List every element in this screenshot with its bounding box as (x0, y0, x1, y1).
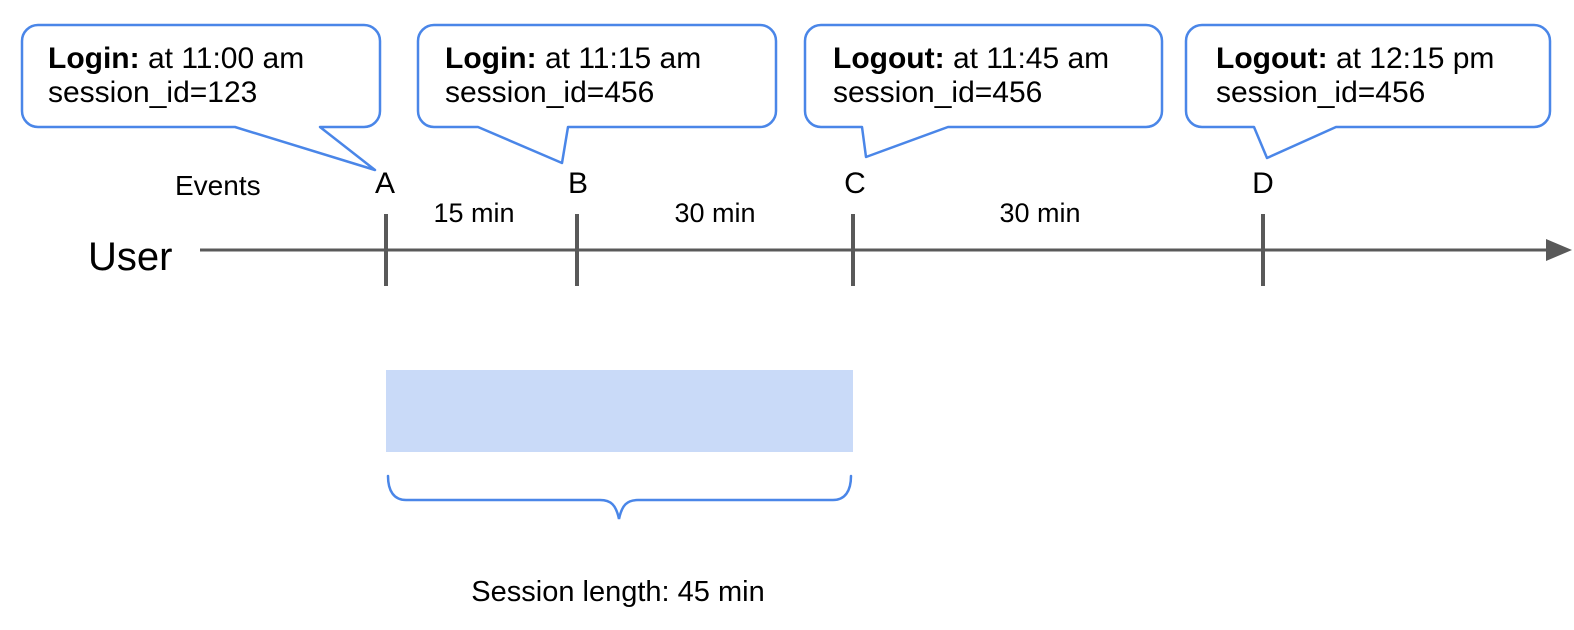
user-label: User (88, 235, 173, 279)
session-brace (386, 474, 853, 520)
callout-d-session-id: session_id=456 (1216, 76, 1426, 109)
event-letter-a: A (374, 167, 396, 200)
callout-c-event-time: at 11:45 am (944, 42, 1110, 75)
timeline-arrowhead-icon (1546, 239, 1572, 261)
session-length-label: Session length: 45 min (471, 576, 765, 608)
callout-a-event-line: Login: at 11:00 am (48, 42, 304, 76)
callout-a-session-id: session_id=123 (48, 76, 258, 109)
callout-b-event-time: at 11:15 am (536, 42, 702, 75)
interval-label-bc: 30 min (674, 198, 756, 228)
callout-b-event-type: Login: (445, 42, 537, 75)
event-letter-c: C (844, 167, 866, 200)
callout-bubble-c (803, 23, 1164, 159)
callout-bubble-b (416, 23, 778, 165)
callout-a-event-time: at 11:00 am (139, 42, 305, 75)
callout-c-event-line: Logout: at 11:45 am (833, 42, 1109, 76)
interval-label-cd: 30 min (999, 198, 1081, 228)
callout-a-event-type: Login: (48, 42, 140, 75)
session-box (386, 370, 853, 452)
interval-label-ab: 15 min (433, 198, 515, 228)
callout-b-session-id: session_id=456 (445, 76, 655, 109)
callout-text-a: Login: at 11:00 am session_id=123 (48, 42, 304, 110)
callout-d-event-line: Logout: at 12:15 pm (1216, 42, 1494, 76)
callout-d-event-time: at 12:15 pm (1327, 42, 1495, 75)
callout-c-event-type: Logout: (833, 42, 945, 75)
callout-text-d: Logout: at 12:15 pm session_id=456 (1216, 42, 1494, 110)
callout-text-c: Logout: at 11:45 am session_id=456 (833, 42, 1109, 110)
callout-bubble-d (1184, 23, 1552, 160)
callout-b-event-line: Login: at 11:15 am (445, 42, 701, 76)
events-label: Events (175, 170, 261, 201)
callout-bubble-a (20, 23, 382, 172)
callout-text-b: Login: at 11:15 am session_id=456 (445, 42, 701, 110)
callout-d-event-type: Logout: (1216, 42, 1328, 75)
event-letter-b: B (567, 167, 589, 200)
event-letter-d: D (1252, 167, 1274, 200)
callout-c-session-id: session_id=456 (833, 76, 1043, 109)
